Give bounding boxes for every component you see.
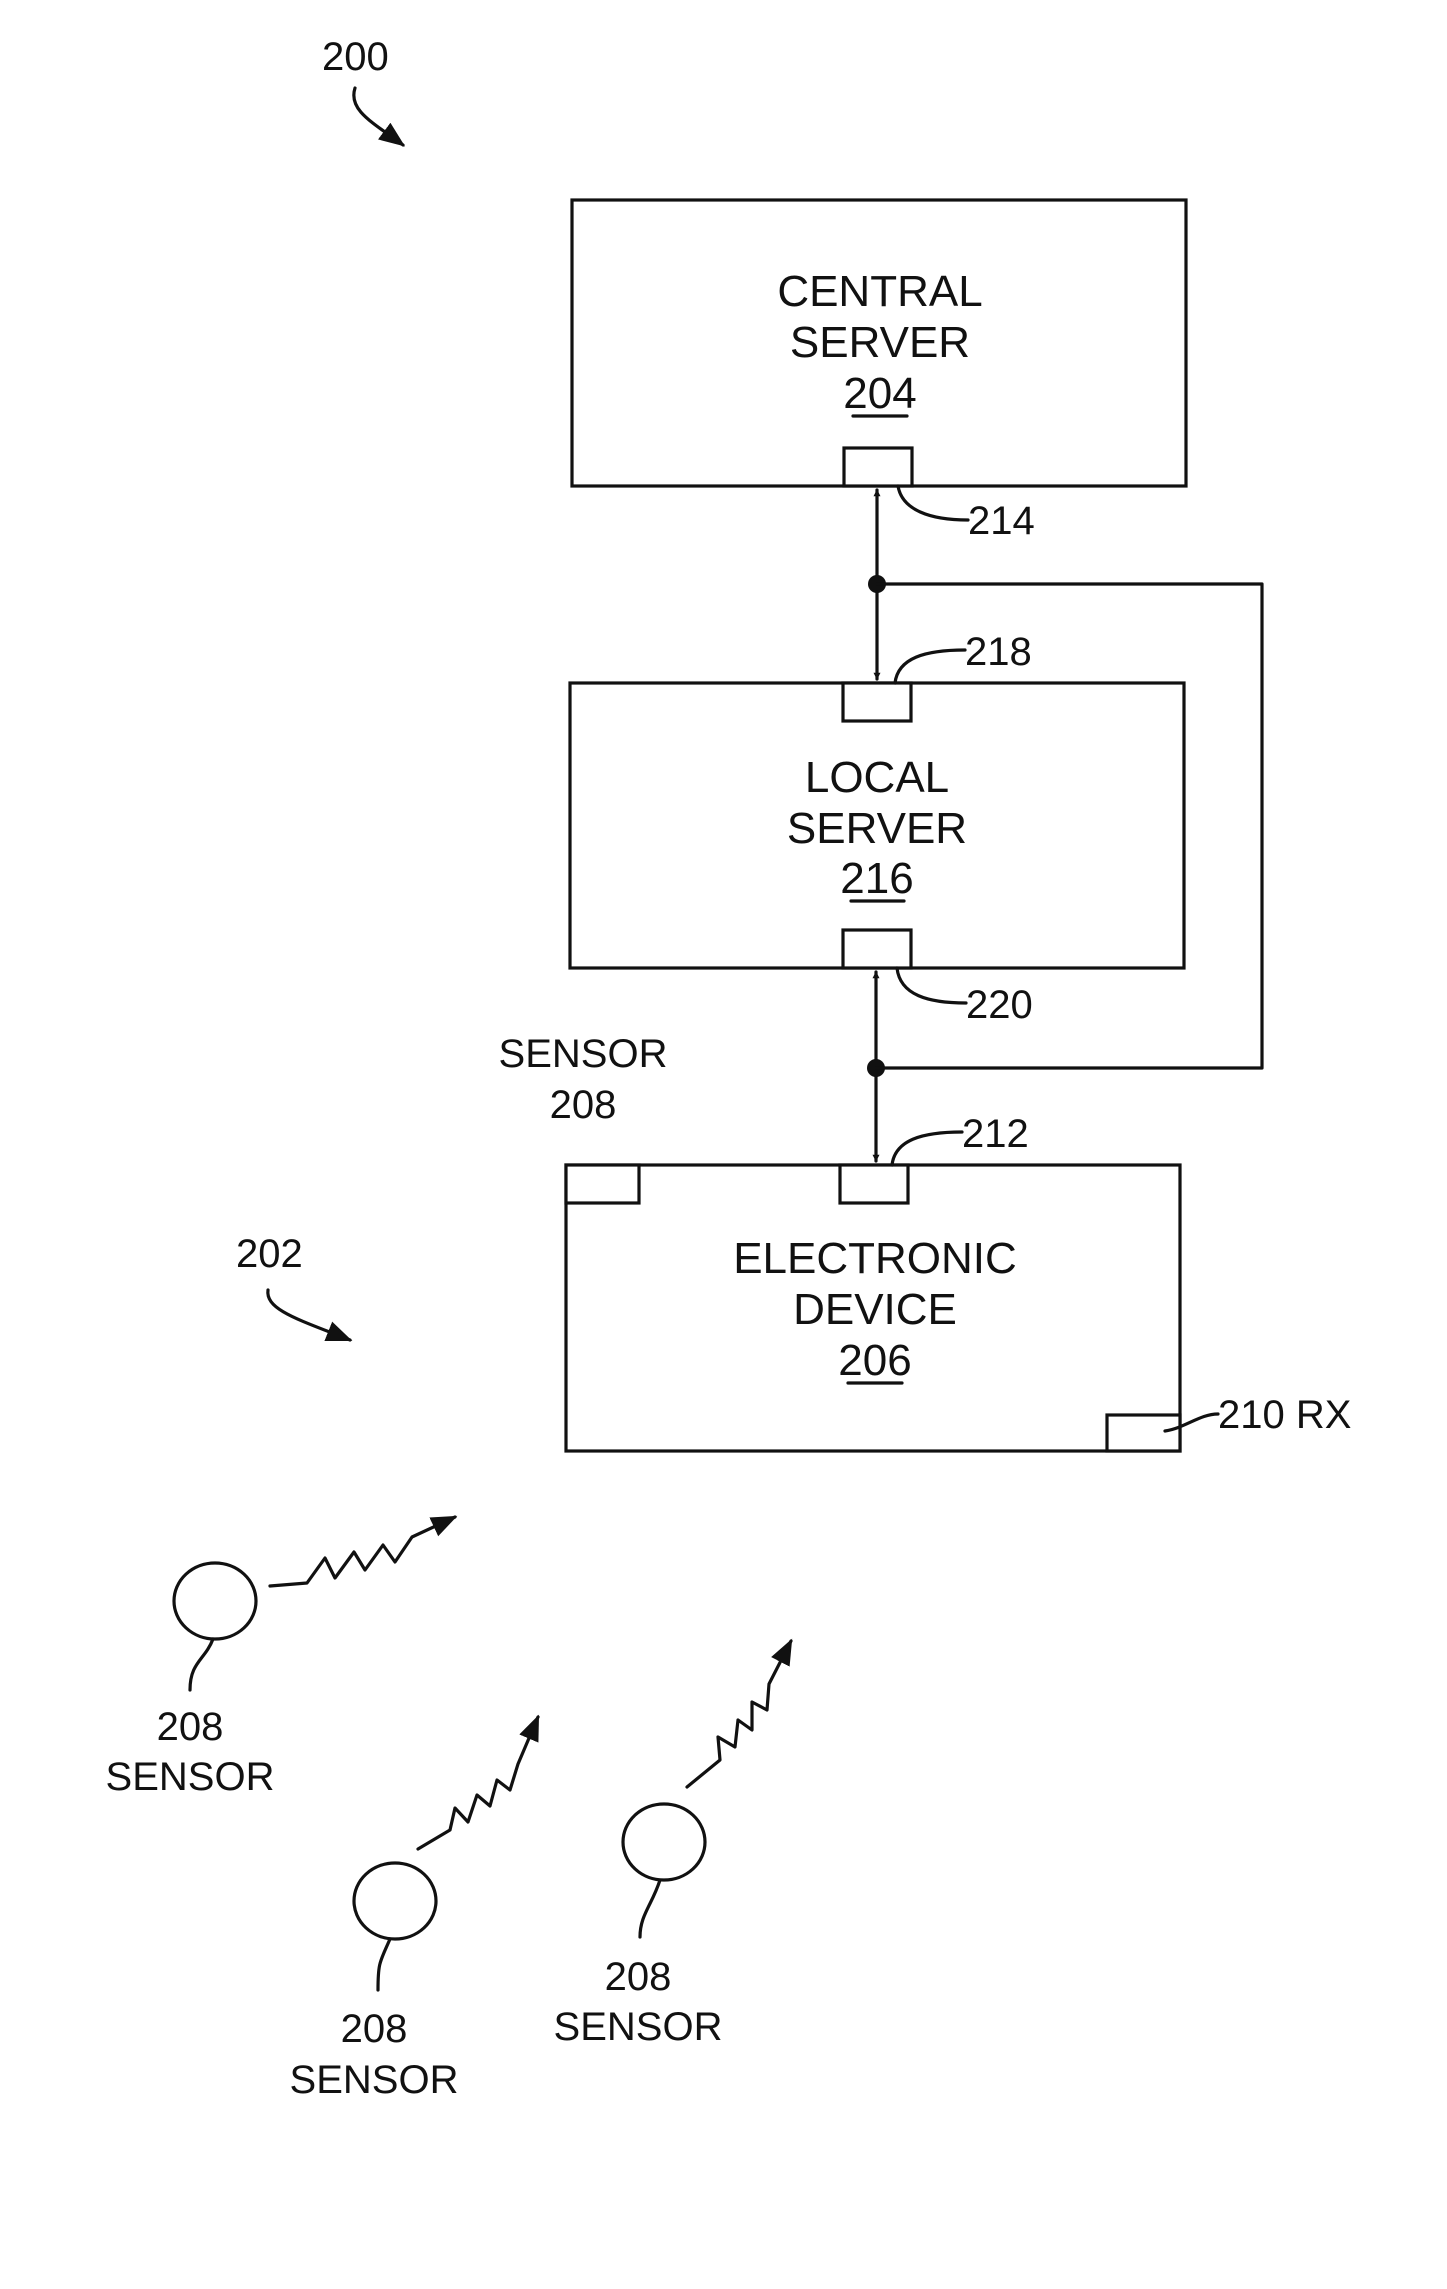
port-220-leader <box>897 968 966 1003</box>
group-ref-label: 202 <box>236 1232 303 1276</box>
port-214-ref: 214 <box>968 499 1035 543</box>
sensor-node-1: 208 SENSOR <box>106 1517 455 1799</box>
port-218-leader <box>895 650 965 683</box>
local-server-top-port <box>843 683 911 721</box>
central-server-port <box>844 448 912 486</box>
local-server-ref: 216 <box>840 854 913 903</box>
local-server-line1: LOCAL <box>805 753 949 802</box>
central-server-line1: CENTRAL <box>777 267 982 316</box>
electronic-device-port <box>840 1165 908 1203</box>
sensor-node-2: 208 SENSOR <box>290 1717 538 2102</box>
rx-receiver-block <box>1107 1415 1180 1451</box>
figure-ref-arrow <box>354 88 403 145</box>
rx-label: 210 RX <box>1218 1393 1351 1437</box>
sensor-1-signal <box>270 1517 455 1586</box>
sensor-2-signal <box>418 1717 538 1849</box>
device-sensor-ref: 208 <box>550 1083 617 1127</box>
port-220-ref: 220 <box>966 983 1033 1027</box>
sensor-3-signal <box>687 1641 791 1787</box>
electronic-device-line2: DEVICE <box>793 1285 957 1334</box>
sensor-3-label: SENSOR <box>554 2005 723 2049</box>
device-sensor-label: SENSOR <box>499 1032 668 1076</box>
central-server-box: CENTRAL SERVER 204 <box>572 200 1186 486</box>
electronic-device-line1: ELECTRONIC <box>733 1234 1017 1283</box>
port-212-leader <box>892 1132 962 1165</box>
device-sensor-block <box>566 1165 639 1203</box>
central-server-line2: SERVER <box>790 318 970 367</box>
sensor-2-label: SENSOR <box>290 2058 459 2102</box>
local-server-line2: SERVER <box>787 804 967 853</box>
sensor-3-ref: 208 <box>605 1955 672 1999</box>
local-server-bottom-port <box>843 930 911 968</box>
sensor-1-ref: 208 <box>157 1705 224 1749</box>
sensor-node-3: 208 SENSOR <box>554 1641 791 2049</box>
electronic-device-ref: 206 <box>838 1336 911 1385</box>
figure-ref-label: 200 <box>322 35 389 79</box>
sensor-1-label: SENSOR <box>106 1755 275 1799</box>
central-server-ref: 204 <box>843 369 916 418</box>
port-214-leader <box>898 486 968 520</box>
sensor-2-ref: 208 <box>341 2007 408 2051</box>
port-218-ref: 218 <box>965 630 1032 674</box>
group-ref-arrow <box>268 1290 350 1340</box>
port-212-ref: 212 <box>962 1112 1029 1156</box>
electronic-device-box: ELECTRONIC DEVICE 206 <box>566 1165 1180 1451</box>
local-server-box: LOCAL SERVER 216 <box>570 683 1184 968</box>
